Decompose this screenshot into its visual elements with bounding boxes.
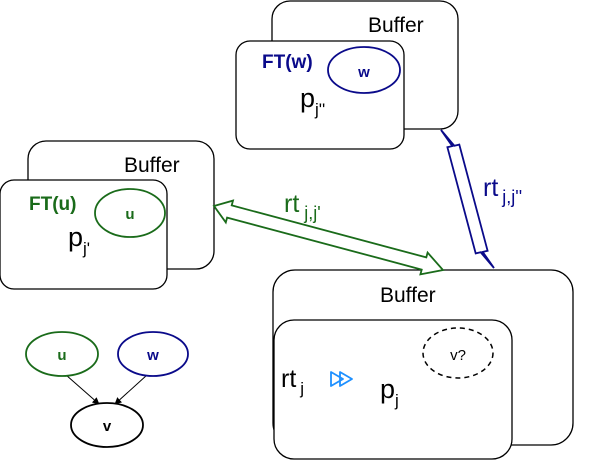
green-edge-sub: j,j' <box>303 203 320 223</box>
bottom-dashed-label: v? <box>450 347 466 364</box>
left-circle-label: u <box>125 206 134 223</box>
left-inner-box <box>0 179 168 290</box>
blue-double-arrow <box>440 129 495 269</box>
bottom-rt-sub: j <box>299 379 304 398</box>
bottom-buffer-label: Buffer <box>380 284 436 307</box>
green-double-arrow <box>212 199 445 276</box>
dag-node-u <box>25 331 99 377</box>
bottom-inner-box <box>273 319 513 460</box>
top-inner-box <box>235 40 405 150</box>
play-forward-icon <box>330 371 353 387</box>
top-p-main: p <box>300 83 315 113</box>
bottom-p-sub: j <box>394 391 399 410</box>
left-p-sub: j' <box>82 239 90 258</box>
top-p-sub: j'' <box>314 100 325 119</box>
top-p-label: pj'' <box>300 83 325 119</box>
bottom-rt-main: rt <box>281 365 296 393</box>
left-p-main: p <box>68 222 83 252</box>
left-p-label: pj' <box>68 222 90 258</box>
dag-node-v <box>70 402 144 448</box>
dag-node-w-label: w <box>146 347 159 364</box>
bottom-dashed-circle <box>422 327 494 379</box>
left-node: Buffer FT(u) u pj' <box>0 140 215 290</box>
left-buffer-label: Buffer <box>124 154 180 177</box>
blue-edge-main: rt <box>483 174 498 202</box>
dag-edge-w-v <box>114 374 148 405</box>
left-circle <box>94 188 166 238</box>
bottom-p-main: p <box>380 374 395 404</box>
top-buffer-label: Buffer <box>368 14 424 37</box>
dag-node-u-label: u <box>57 347 66 364</box>
left-ft-label: FT(u) <box>29 194 76 215</box>
blue-edge-sub: j,j'' <box>501 187 522 207</box>
bottom-p-label: pj <box>380 374 399 410</box>
top-circle <box>327 46 401 94</box>
top-node: Buffer FT(w) w pj'' <box>235 0 459 150</box>
dag: u w v <box>25 331 189 448</box>
top-ft-label: FT(w) <box>262 52 313 73</box>
dag-node-v-label: v <box>103 418 112 435</box>
green-edge-main: rt <box>284 190 299 218</box>
top-circle-label: w <box>357 64 370 81</box>
dag-edge-u-v <box>65 374 100 405</box>
dag-node-w <box>117 331 189 377</box>
